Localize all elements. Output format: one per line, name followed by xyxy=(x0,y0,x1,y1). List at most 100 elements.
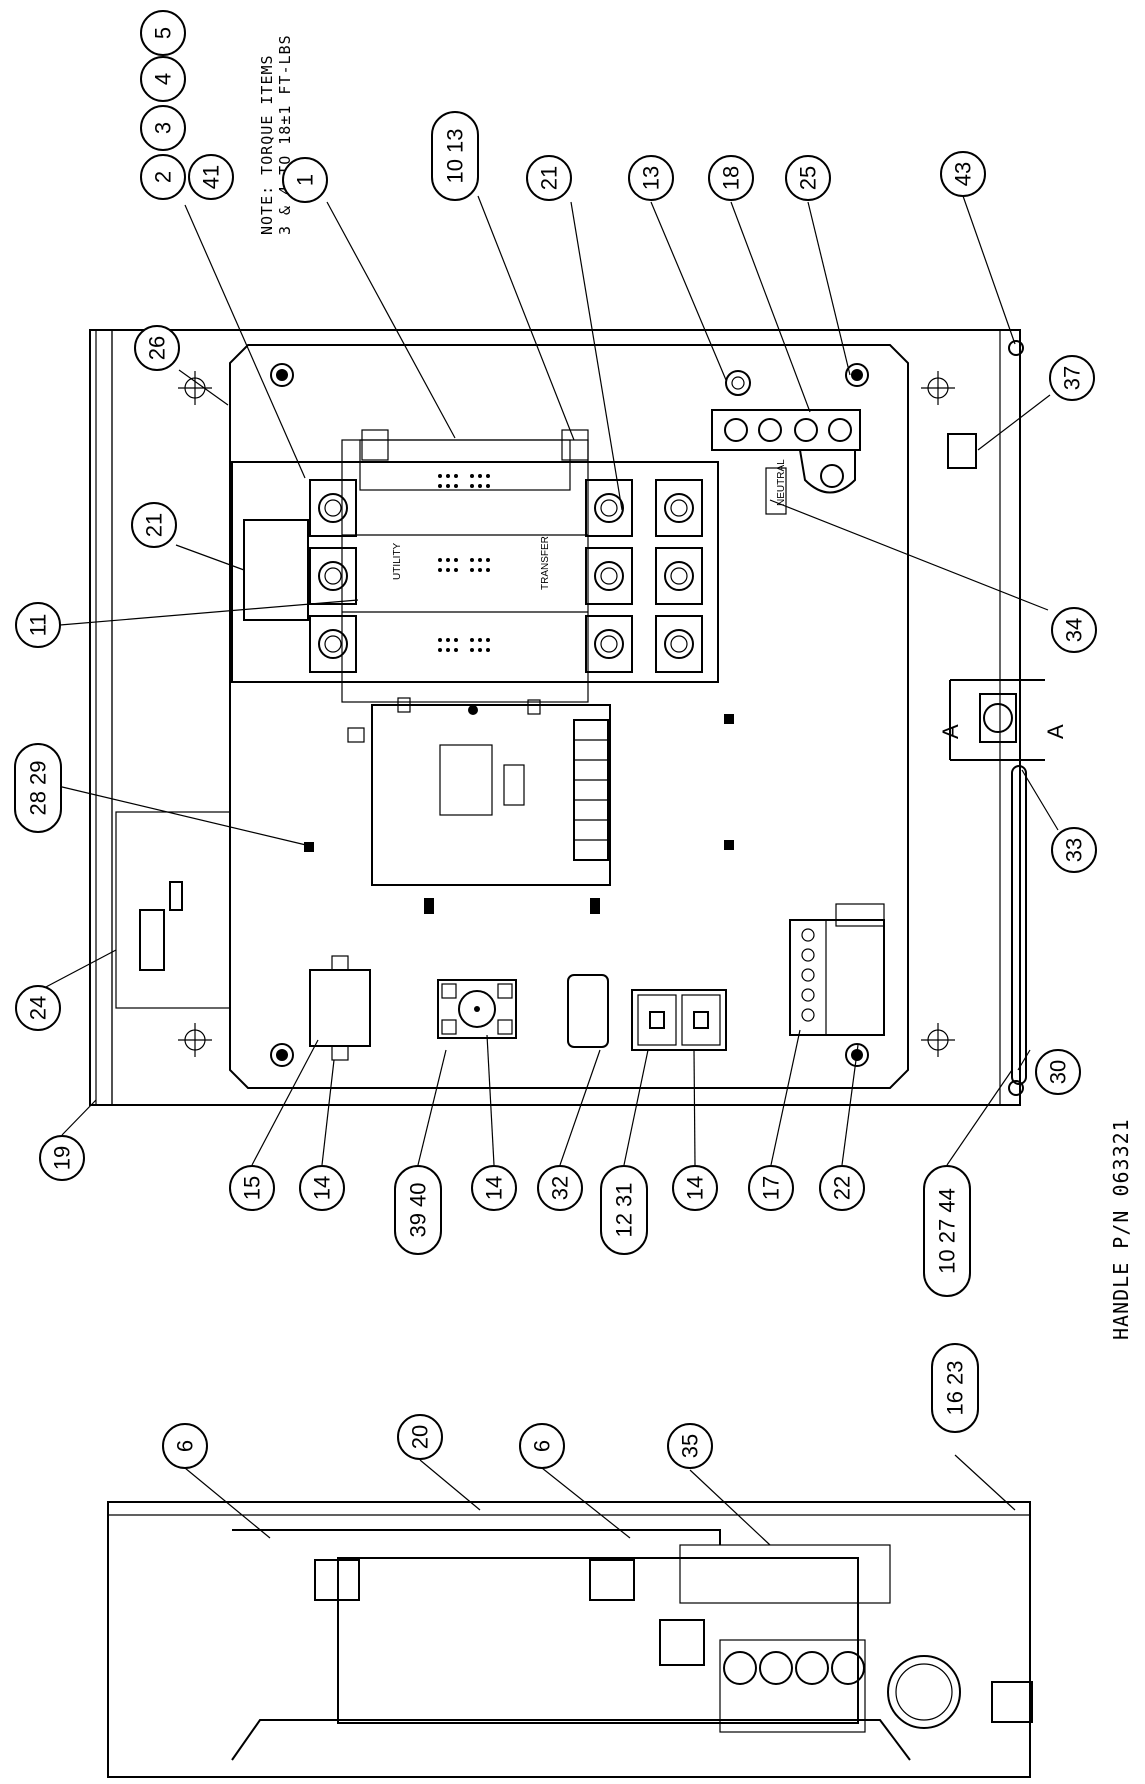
ground-symbol xyxy=(947,433,977,469)
svg-text:10 27 44: 10 27 44 xyxy=(935,1188,960,1274)
callout-10-27-44: 10 27 44 xyxy=(923,1165,971,1297)
callout-2: 2 xyxy=(140,154,186,200)
svg-text:37: 37 xyxy=(1060,366,1085,390)
callout-4: 4 xyxy=(140,56,186,102)
utility-label: UTILITY xyxy=(392,542,403,580)
relay-socket xyxy=(437,979,517,1039)
svg-text:15: 15 xyxy=(240,1176,265,1200)
svg-text:4: 4 xyxy=(151,73,176,85)
neutral-bar: NEUTRAL xyxy=(711,370,861,515)
svg-text:17: 17 xyxy=(759,1176,784,1200)
svg-text:HANDLE P/N 063321: HANDLE P/N 063321 xyxy=(1109,1118,1133,1340)
section-label-a2: A xyxy=(1043,724,1068,739)
callout-10-13: 10 13 xyxy=(431,111,479,201)
callout-39-40: 39 40 xyxy=(394,1165,442,1255)
callout-5: 5 xyxy=(140,10,186,56)
section-label-a1: A xyxy=(938,724,963,739)
svg-text:2: 2 xyxy=(151,171,176,183)
callout-13: 13 xyxy=(628,155,674,201)
svg-text:25: 25 xyxy=(796,166,821,190)
callout-12-31: 12 31 xyxy=(600,1165,648,1255)
customer-terminal-block xyxy=(789,903,885,1036)
callout-16-23: 16 23 xyxy=(931,1343,979,1433)
note-line-1: NOTE: TORQUE ITEMS xyxy=(258,54,276,235)
power-supply xyxy=(309,969,371,1047)
callout-14-b: 14 xyxy=(471,1165,517,1211)
panel-mount-bolts xyxy=(270,363,869,1067)
svg-text:30: 30 xyxy=(1046,1060,1071,1084)
svg-text:12 31: 12 31 xyxy=(612,1182,637,1237)
callout-11: 11 xyxy=(15,602,61,648)
svg-text:1: 1 xyxy=(293,174,318,186)
svg-text:20: 20 xyxy=(408,1425,433,1449)
callout-18: 18 xyxy=(708,155,754,201)
svg-text:13: 13 xyxy=(639,166,664,190)
callout-37: 37 xyxy=(1049,355,1095,401)
svg-text:28 29: 28 29 xyxy=(26,760,51,815)
transfer-switch: UTILITY TRANSFER xyxy=(231,429,719,703)
control-board xyxy=(347,697,611,886)
svg-text:3: 3 xyxy=(151,122,176,134)
transfer-label: TRANSFER xyxy=(540,536,551,590)
svg-text:6: 6 xyxy=(173,1440,198,1452)
torque-note: NOTE: TORQUE ITEMS 3 & 4 TO 18±1 FT-LBS xyxy=(258,34,294,235)
svg-text:11: 11 xyxy=(26,614,51,637)
svg-text:21: 21 xyxy=(537,166,562,190)
enclosure-mount-holes xyxy=(178,371,955,1057)
svg-text:43: 43 xyxy=(951,162,976,186)
svg-text:19: 19 xyxy=(50,1146,75,1170)
svg-text:16 23: 16 23 xyxy=(943,1360,968,1415)
callout-14-c: 14 xyxy=(672,1165,718,1211)
standoffs xyxy=(304,714,734,914)
callout-35: 35 xyxy=(667,1423,713,1469)
svg-text:32: 32 xyxy=(548,1176,573,1200)
svg-text:14: 14 xyxy=(482,1176,507,1200)
svg-text:33: 33 xyxy=(1062,838,1087,862)
svg-text:21: 21 xyxy=(142,513,167,537)
callout-30: 30 xyxy=(1035,1049,1081,1095)
side-knockout xyxy=(887,1655,961,1729)
callout-32: 32 xyxy=(537,1165,583,1211)
breakers xyxy=(631,989,727,1051)
callout-24: 24 xyxy=(15,985,61,1031)
side-view xyxy=(107,1501,1033,1778)
callout-17: 17 xyxy=(748,1165,794,1211)
svg-text:5: 5 xyxy=(151,27,176,39)
svg-text:10 13: 10 13 xyxy=(443,128,468,183)
callout-1: 1 xyxy=(282,157,328,203)
load-terminals xyxy=(585,479,703,673)
callout-21-left: 21 xyxy=(131,502,177,548)
callout-28-29: 28 29 xyxy=(14,743,62,833)
callout-43: 43 xyxy=(940,151,986,197)
handle xyxy=(979,340,1027,1096)
svg-text:24: 24 xyxy=(26,996,51,1020)
side-lugs xyxy=(719,1639,866,1733)
callout-41: 41 xyxy=(188,154,234,200)
line-terminals xyxy=(309,479,357,673)
leader-lines xyxy=(43,195,1059,1546)
note-line-2: 3 & 4 TO 18±1 FT-LBS xyxy=(276,34,294,235)
callout-33: 33 xyxy=(1051,827,1097,873)
front-view: UTILITY TRANSFER xyxy=(89,329,1068,1106)
svg-text:14: 14 xyxy=(683,1176,708,1200)
callout-14-a: 14 xyxy=(299,1165,345,1211)
callout-6-b: 6 xyxy=(519,1423,565,1469)
back-panel xyxy=(229,344,909,1089)
svg-text:35: 35 xyxy=(678,1434,703,1458)
svg-text:39 40: 39 40 xyxy=(406,1182,431,1237)
warning-label xyxy=(567,974,609,1048)
svg-text:22: 22 xyxy=(830,1176,855,1200)
callout-22: 22 xyxy=(819,1165,865,1211)
callout-21-top: 21 xyxy=(526,155,572,201)
svg-text:18: 18 xyxy=(719,166,744,190)
neutral-label: NEUTRAL xyxy=(776,459,787,506)
svg-text:34: 34 xyxy=(1062,618,1087,642)
svg-text:26: 26 xyxy=(145,336,170,360)
svg-text:41: 41 xyxy=(199,165,224,189)
callout-19: 19 xyxy=(39,1135,85,1181)
svg-text:6: 6 xyxy=(530,1440,555,1452)
callout-26: 26 xyxy=(134,325,180,371)
callout-3: 3 xyxy=(140,105,186,151)
svg-text:14: 14 xyxy=(310,1176,335,1200)
